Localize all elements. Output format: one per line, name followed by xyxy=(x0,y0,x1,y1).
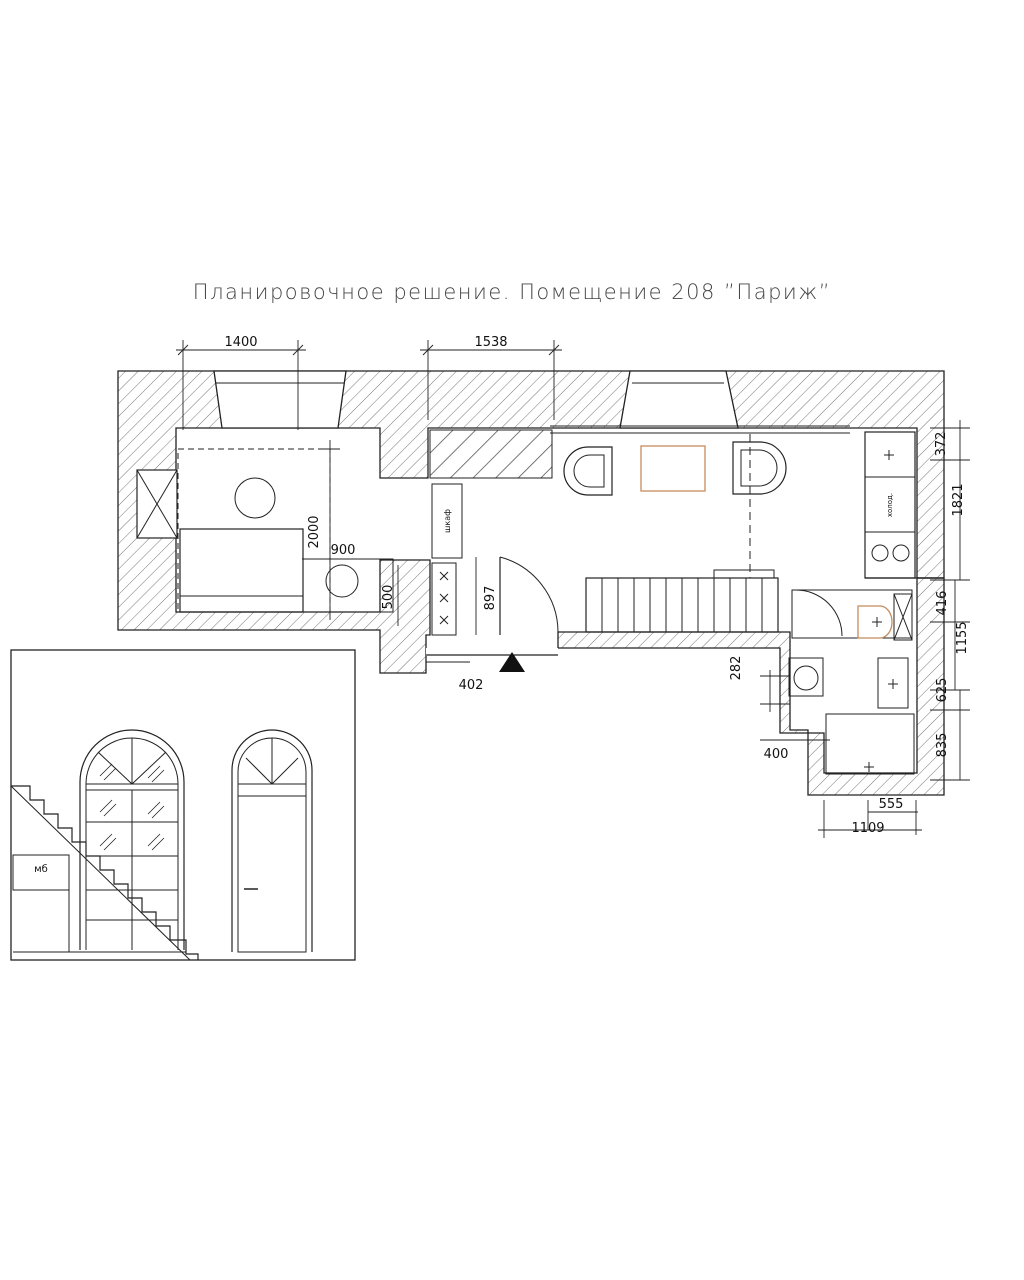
elevation-appliance-label: мб xyxy=(34,864,48,875)
dim-400: 400 xyxy=(764,747,789,762)
fridge-label: холод. xyxy=(886,493,894,517)
dim-897: 897 xyxy=(483,586,498,611)
wardrobe-narrow xyxy=(431,483,463,559)
stair-stringer xyxy=(10,785,191,961)
mezzanine-stairs-top xyxy=(429,429,553,479)
dim-402: 402 xyxy=(459,678,484,693)
entry-door-swing xyxy=(499,556,559,633)
elevation-stairs xyxy=(11,785,199,960)
dim-1155: 1155 xyxy=(955,621,970,654)
entrance-marker-icon xyxy=(499,652,525,672)
dimension-labels: 1400 1538 2000 900 500 897 402 372 1821 … xyxy=(224,335,970,836)
entry xyxy=(431,556,559,672)
lower-wall xyxy=(557,631,809,734)
washing-machine xyxy=(788,657,824,697)
armchair-left xyxy=(563,446,613,496)
coffee-table xyxy=(640,445,706,492)
staircase xyxy=(585,569,779,633)
bathroom xyxy=(788,589,915,775)
dim-835: 835 xyxy=(935,733,950,758)
main-walls xyxy=(117,370,945,674)
elevation-appliance xyxy=(12,854,70,891)
dim-372: 372 xyxy=(934,432,949,457)
bath-walls xyxy=(807,577,945,796)
bath-sink xyxy=(877,657,909,709)
dim-282: 282 xyxy=(729,656,744,681)
stove-icon xyxy=(871,544,910,562)
dim-1109: 1109 xyxy=(851,821,884,836)
dim-625: 625 xyxy=(935,678,950,703)
plan-title: Планировочное решение. Помещение 208 ”Па… xyxy=(192,280,832,304)
dim-500: 500 xyxy=(381,585,396,610)
dimension-lines xyxy=(176,340,970,838)
elevation-view: мб xyxy=(10,649,356,961)
ceiling-lamp xyxy=(234,477,276,519)
kitchen-sink-icon xyxy=(884,450,894,460)
bedroom xyxy=(177,448,394,613)
dim-1821: 1821 xyxy=(951,483,966,516)
elevation-frame xyxy=(10,649,356,961)
shower-tray xyxy=(825,713,915,775)
window-niche-right xyxy=(619,370,739,429)
shoe-cabinet xyxy=(431,562,457,636)
armchair-right xyxy=(732,441,787,495)
dim-416: 416 xyxy=(935,591,950,616)
toilet-icon xyxy=(857,605,893,639)
arched-door xyxy=(231,729,313,953)
living-area: шкаф xyxy=(429,425,944,633)
toilet-marker xyxy=(872,617,882,627)
dim-555: 555 xyxy=(879,797,904,812)
shower-door-swing xyxy=(795,589,843,637)
sofa xyxy=(179,528,304,613)
wardrobe-label: шкаф xyxy=(443,509,452,533)
arched-window xyxy=(79,729,185,950)
dim-2000: 2000 xyxy=(307,515,322,548)
washbasin xyxy=(325,564,359,598)
walls xyxy=(117,370,945,796)
dim-900: 900 xyxy=(331,543,356,558)
dim-1538: 1538 xyxy=(474,335,507,350)
dim-1400: 1400 xyxy=(224,335,257,350)
window-niche-left xyxy=(213,370,347,429)
